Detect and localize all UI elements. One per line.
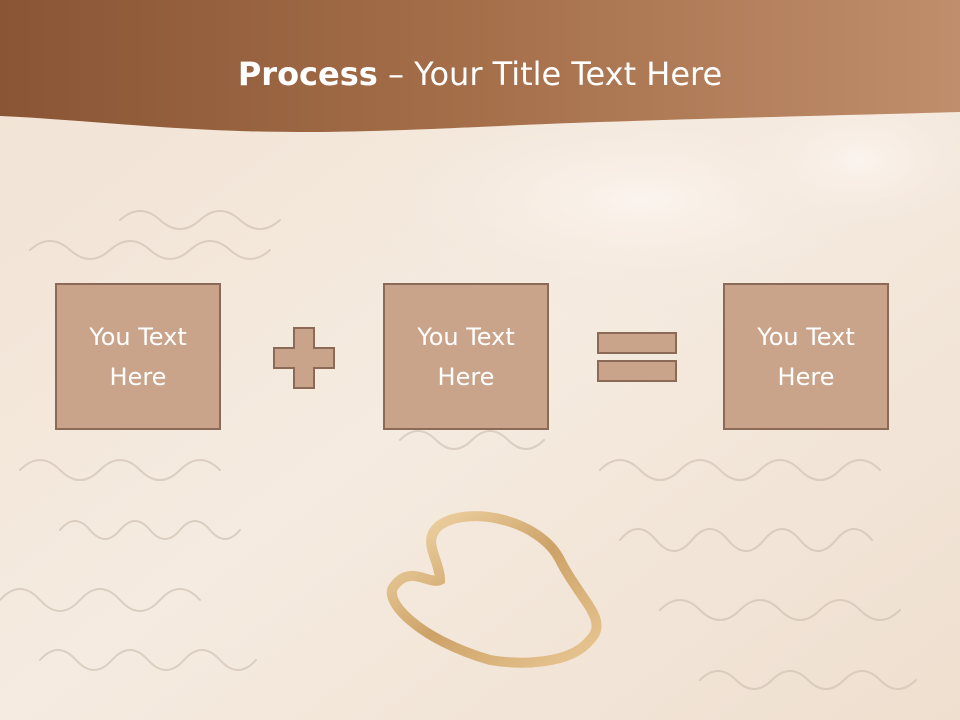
slide-title: Process – Your Title Text Here bbox=[0, 52, 960, 96]
title-rest: – Your Title Text Here bbox=[377, 55, 723, 93]
process-box-1[interactable]: You Text Here bbox=[55, 283, 221, 430]
heart-ring-image bbox=[386, 511, 602, 668]
process-box-label: You Text Here bbox=[89, 322, 187, 391]
process-box-label: You Text Here bbox=[417, 322, 515, 391]
plus-icon bbox=[273, 327, 335, 389]
process-box-2[interactable]: You Text Here bbox=[383, 283, 549, 430]
process-box-label: You Text Here bbox=[757, 322, 855, 391]
title-bold: Process bbox=[237, 55, 378, 93]
equals-icon bbox=[597, 332, 677, 382]
process-box-3[interactable]: You Text Here bbox=[723, 283, 889, 430]
